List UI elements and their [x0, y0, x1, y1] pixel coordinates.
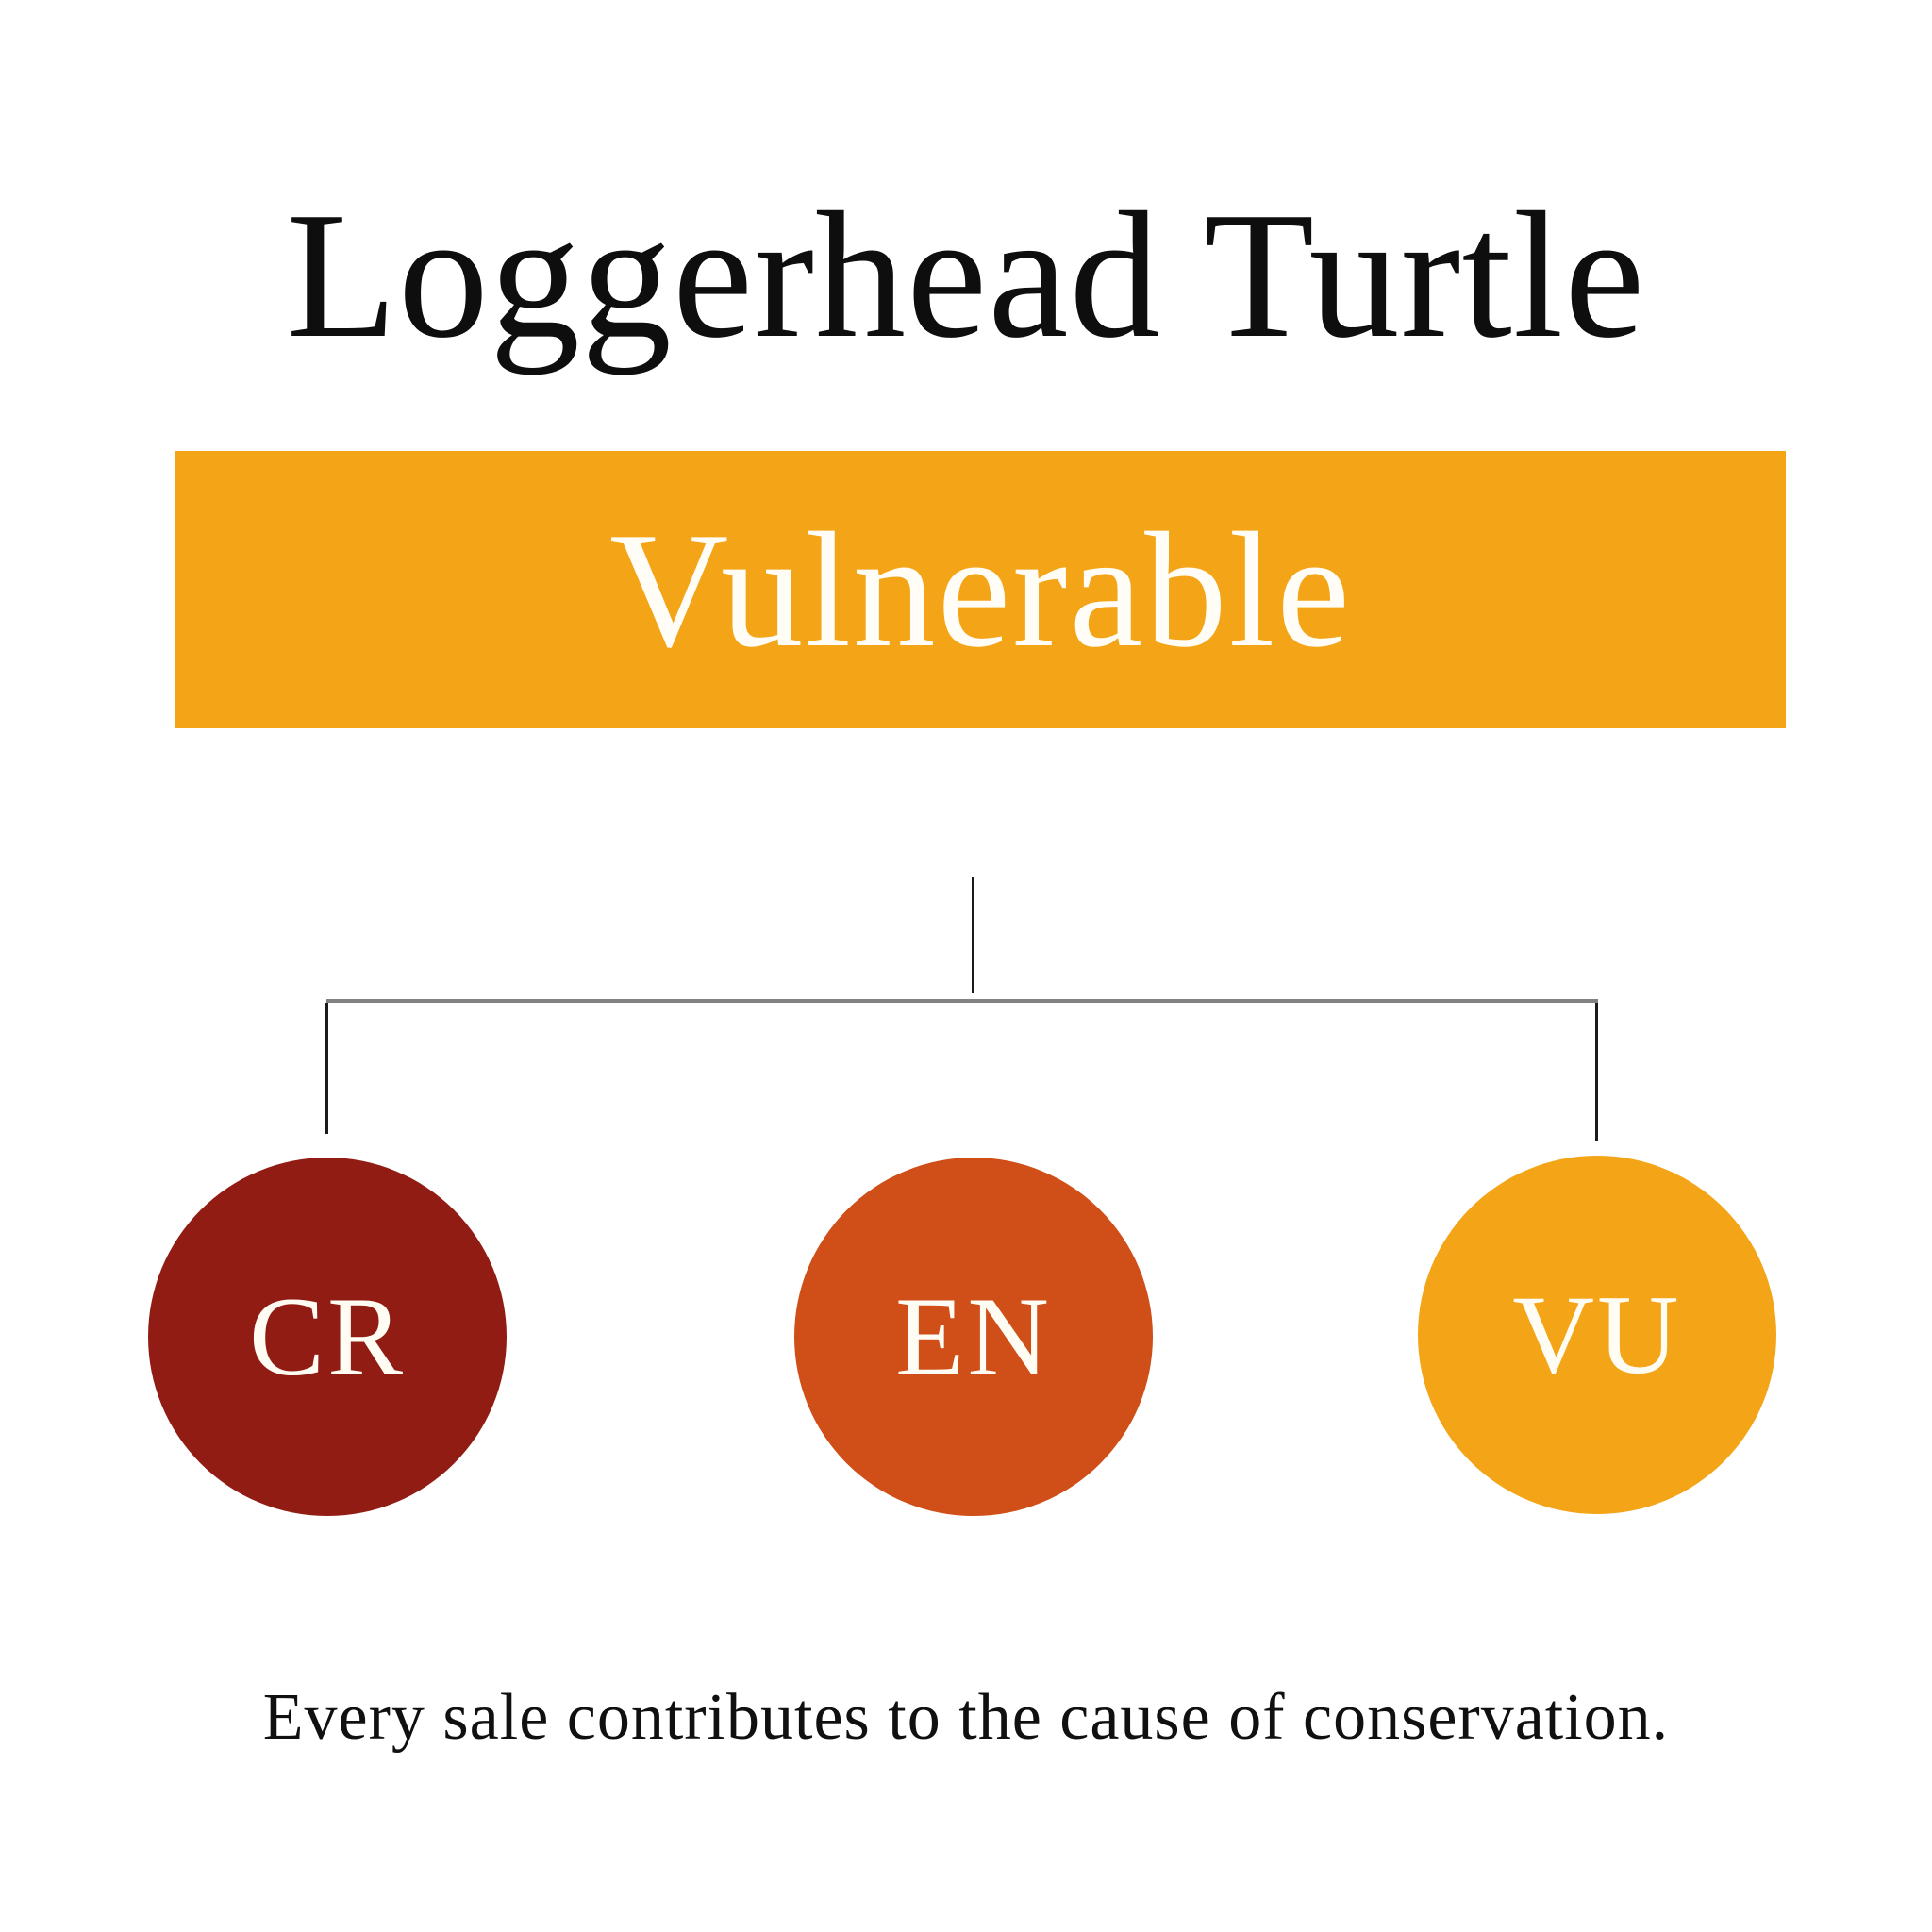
category-label-cr: CR: [248, 1274, 407, 1399]
category-circle-cr: CR: [148, 1158, 507, 1516]
page-title: Loggerhead Turtle: [286, 175, 1646, 375]
status-banner-label: Vulnerable: [609, 497, 1352, 681]
status-banner: Vulnerable: [175, 451, 1786, 728]
connector-drop-left: [325, 1003, 328, 1134]
category-label-vu: VU: [1512, 1272, 1682, 1397]
category-label-en: EN: [895, 1274, 1052, 1399]
footer-caption: Every sale contributes to the cause of c…: [262, 1681, 1670, 1754]
connector-drop-right: [1595, 1003, 1598, 1141]
category-circle-vu: VU: [1418, 1156, 1776, 1514]
category-circle-en: EN: [794, 1158, 1153, 1516]
connector-stem: [972, 877, 974, 993]
connector-crossbar: [326, 999, 1598, 1003]
